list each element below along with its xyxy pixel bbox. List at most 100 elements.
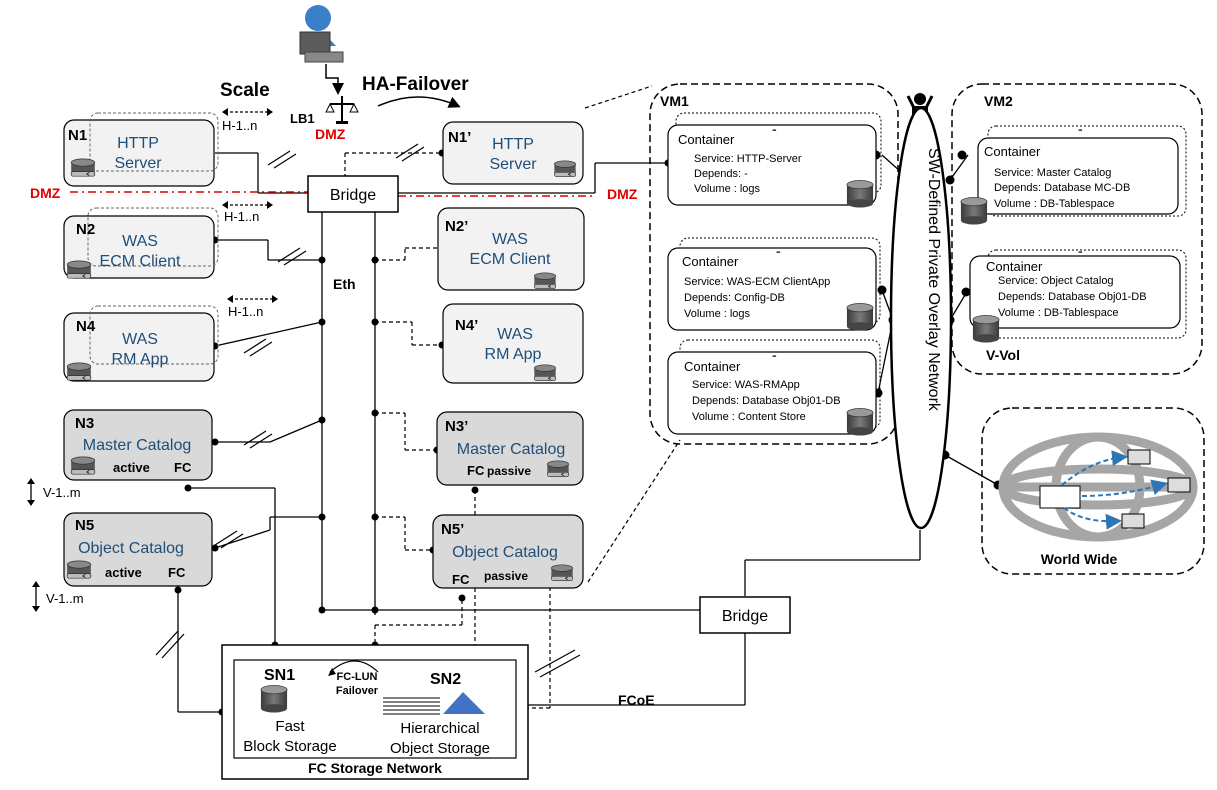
overlay-network-ellipse: [889, 106, 953, 530]
vm1-c3-service: Service: WAS-RMApp: [692, 379, 800, 391]
node-n2p: N2’ WAS ECM Client: [437, 207, 585, 291]
failover-line2: Failover: [336, 685, 379, 697]
h-scale-label-2: H-1..n: [224, 209, 259, 224]
node-n5p: N5’ Object Catalog FC passive: [432, 514, 584, 589]
node-n5p-passive: passive: [484, 569, 528, 583]
dmz-label-left: DMZ: [30, 185, 61, 201]
node-n5p-line1: Object Catalog: [452, 544, 558, 561]
vm2-c1-title: Container: [984, 144, 1041, 159]
vm1-c3-title: Container: [684, 359, 741, 374]
v-scale-arrows: [30, 482, 37, 608]
node-n5: N5 Object Catalog active FC: [63, 512, 213, 587]
vm2-c1-dash: -: [1078, 121, 1083, 137]
h-scale-label-3: H-1..n: [228, 304, 263, 319]
vm1-c3-depends: Depends: Database Obj01-DB: [692, 395, 841, 407]
node-n2-line2: ECM Client: [100, 253, 181, 270]
vm1-c2-depends: Depends: Config-DB: [684, 292, 785, 304]
sn1-line2: Block Storage: [243, 738, 336, 755]
vm1-title: VM1: [660, 93, 689, 109]
node-n4-line2: RM App: [112, 351, 169, 368]
link-slash-marks: [155, 143, 581, 678]
vm2-c2-volume: Volume : DB-Tablespace: [998, 307, 1118, 319]
vm1-container-2: Container - Service: WAS-ECM ClientApp D…: [667, 237, 881, 331]
vm2-c2-service: Service: Object Catalog: [998, 275, 1114, 287]
node-n2p-line2: ECM Client: [470, 251, 551, 268]
node-n4-id: N4: [76, 318, 96, 335]
node-n3p-line1: Master Catalog: [457, 441, 566, 458]
node-n2-id: N2: [76, 221, 95, 238]
globe-icon: [998, 432, 1198, 542]
node-n1: N1 HTTP Server: [63, 112, 219, 187]
world-wide-boundary: [981, 407, 1205, 575]
vm1-c3-volume: Volume : Content Store: [692, 411, 806, 423]
vm1-c1-title: Container: [678, 132, 735, 147]
sn1-label: SN1: [264, 667, 295, 684]
node-n3-line1: Master Catalog: [83, 437, 192, 454]
node-n1p-line1: HTTP: [492, 136, 534, 153]
vm1-c1-depends: Depends: -: [694, 168, 748, 180]
node-n1-id: N1: [68, 127, 87, 144]
bridge-bottom-label: Bridge: [722, 608, 768, 625]
node-n2: N2 WAS ECM Client: [63, 207, 219, 279]
network-wiring: [177, 152, 999, 713]
sn1-line1: Fast: [275, 718, 305, 735]
vm2-boundary: [951, 83, 1203, 375]
node-n3: N3 Master Catalog active FC: [63, 409, 213, 481]
node-n5-id: N5: [75, 517, 94, 534]
connection-dots: [174, 149, 1003, 716]
vm1-c2-dash: -: [776, 243, 781, 259]
overlay-network-label: SW-Defined Private Overlay Network: [925, 148, 942, 412]
node-n3-id: N3: [75, 415, 94, 432]
eth-label: Eth: [333, 276, 356, 292]
vm2-c2-depends: Depends: Database Obj01-DB: [998, 291, 1147, 303]
node-n4: N4 WAS RM App: [63, 305, 219, 382]
vm2-container-2: Container - Service: Object Catalog Depe…: [969, 243, 1187, 343]
vm1-c3-dash: -: [772, 347, 777, 363]
scale-label: Scale: [220, 80, 270, 101]
node-n2p-id: N2’: [445, 218, 468, 235]
load-balancer-scale-icon: [325, 96, 359, 124]
vm1-c1-service: Service: HTTP-Server: [694, 153, 802, 165]
vm2-c2-title: Container: [986, 259, 1043, 274]
node-n5-line1: Object Catalog: [78, 540, 184, 557]
ha-failover-arrow: [377, 96, 461, 108]
bridge-bottom-box: [699, 596, 791, 634]
lb1-label: LB1: [290, 111, 315, 126]
vm2-c1-depends: Depends: Database MC-DB: [994, 182, 1130, 194]
sn2-line2: Object Storage: [390, 740, 490, 757]
node-n3p: N3’ Master Catalog FC passive: [436, 411, 584, 486]
vm2-title: VM2: [984, 93, 1013, 109]
sn2-label: SN2: [430, 671, 461, 688]
node-n3p-passive: passive: [487, 464, 531, 478]
fc-storage-network: SN1 Fast Block Storage FC-LUN Failover S…: [221, 644, 529, 780]
node-n4p-line1: WAS: [497, 326, 533, 343]
ha-failover-label: HA-Failover: [362, 74, 469, 95]
vm2-container-1: Container - Service: Master Catalog Depe…: [960, 121, 1187, 225]
node-n3p-id: N3’: [445, 418, 468, 435]
v-scale-label-1: V-1..m: [43, 485, 81, 500]
vm1-c2-volume: Volume : logs: [684, 308, 751, 320]
node-n2-line1: WAS: [122, 233, 158, 250]
vm2-c1-volume: Volume : DB-Tablespace: [994, 198, 1114, 210]
vm1-c1-volume: Volume : logs: [694, 183, 761, 195]
bridge-top-box: [307, 175, 399, 213]
vm1-container-3: Container - Service: WAS-RMApp Depends: …: [667, 339, 881, 436]
failover-line1: FC-LUN: [337, 671, 378, 683]
node-n5-active: active: [105, 565, 142, 580]
vm2-c1-service: Service: Master Catalog: [994, 167, 1111, 179]
fcoe-label: FCoE: [618, 692, 655, 708]
storage-network-label: FC Storage Network: [308, 760, 442, 776]
bridge-top-label: Bridge: [330, 187, 376, 204]
vm1-c1-dash: -: [772, 121, 777, 137]
dmz-label-lb: DMZ: [315, 126, 346, 142]
node-n5-fc: FC: [168, 565, 186, 580]
node-n1p-line2: Server: [489, 156, 537, 173]
vm1-c2-title: Container: [682, 254, 739, 269]
node-n2p-line1: WAS: [492, 231, 528, 248]
vm1-c2-service: Service: WAS-ECM ClientApp: [684, 276, 830, 288]
node-n3p-fc: FC: [467, 463, 485, 478]
node-n1p: N1’ HTTP Server: [442, 121, 584, 185]
node-n5p-id: N5’: [441, 521, 464, 538]
sn2-line1: Hierarchical: [400, 720, 479, 737]
